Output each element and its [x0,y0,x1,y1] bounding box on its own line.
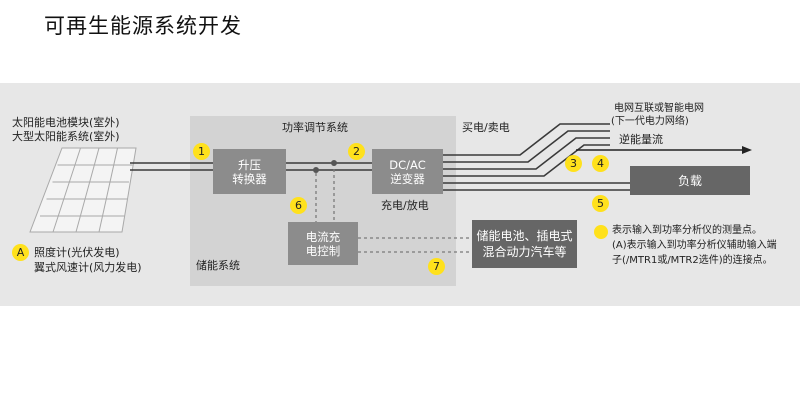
pcs-label: 功率调节系统 [282,121,348,134]
legend-line2: (A)表示输入到功率分析仪辅助输入端 [612,240,777,251]
irradiance-meter-label: 照度计(光伏发电) [34,246,120,259]
dc-tap-lines [315,163,335,222]
battery-label-line1: 储能电池、插电式 [476,229,573,243]
measurement-point-6-badge: 6 [290,197,307,214]
charge-controller-label-line2: 电控制 [305,243,341,258]
reverse-flow-label: 逆能量流 [619,133,663,146]
charge-controller-block: 电流充 电控制 [288,222,358,265]
anemometer-label: 翼式风速计(风力发电) [34,261,142,274]
inverter-label-line2: 逆变器 [390,171,425,186]
buy-sell-label: 买电/卖电 [462,121,510,134]
inverter-block: DC/AC 逆变器 [372,149,443,194]
measurement-point-7-badge: 7 [428,258,445,275]
battery-label-line2: 混合动力汽车等 [482,245,567,259]
junction-dot-2 [331,160,337,166]
battery-link-lines [358,237,472,253]
solar-panel-icon [29,147,137,233]
legend-yellow-dot-icon [594,225,608,239]
measurement-point-3-badge: 3 [565,155,582,172]
measurement-point-4-badge: 4 [592,155,609,172]
battery-block: 储能电池、插电式 混合动力汽车等 [472,220,577,268]
solar-module-label: 太阳能电池模块(室外) [12,116,120,129]
solar-system-label: 大型太阳能系统(室外) [12,130,120,143]
junction-dot-1 [313,167,319,173]
grid-label-line1: 电网互联或智能电网 [614,103,704,114]
load-block: 负载 [630,166,750,195]
storage-system-label: 储能系统 [196,259,240,272]
ac-line-to-grid [443,123,610,177]
measurement-point-1-badge: 1 [193,143,210,160]
charge-controller-label-line1: 电流充 [305,229,341,244]
dc-line-panel-to-boost [130,162,213,171]
charge-discharge-label: 充电/放电 [381,199,429,212]
boost-converter-label-line2: 转换器 [232,171,267,186]
page-title: 可再生能源系统开发 [44,14,242,38]
measurement-point-5-badge: 5 [592,195,609,212]
load-label: 负载 [677,173,702,188]
reverse-flow-arrow [576,146,752,154]
grid-label-line2: (下一代电力网络) [611,116,689,127]
boost-converter-block: 升压 转换器 [213,149,286,194]
legend-line1: 表示输入到功率分析仪的测量点。 [612,225,762,236]
measurement-point-a-badge: A [12,244,29,261]
dc-bus-line [286,162,372,171]
measurement-point-2-badge: 2 [348,143,365,160]
boost-converter-label-line1: 升压 [238,157,261,172]
ac-line-to-load [443,182,630,191]
inverter-label-line1: DC/AC [389,157,426,172]
legend-line3: 子(/MTR1或/MTR2选件)的连接点。 [612,255,773,266]
